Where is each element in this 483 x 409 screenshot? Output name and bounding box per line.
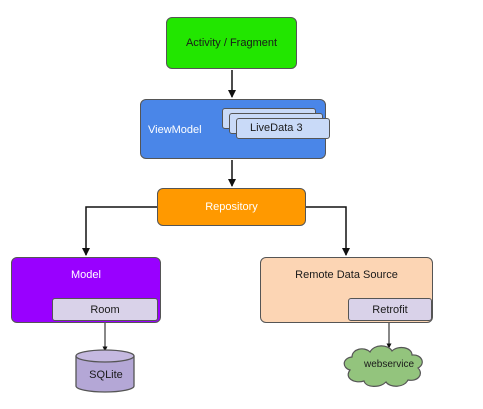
remote-data-source-label: Remote Data Source [295,269,398,281]
webservice-cloud-icon [343,345,423,387]
livedata-node: LiveData 3 [236,118,330,139]
livedata-label: LiveData 3 [250,122,303,134]
remote-data-source-node: Remote Data Source Retrofit [260,257,433,323]
sqlite-label: SQLite [89,369,123,381]
activity-fragment-label: Activity / Fragment [185,37,278,49]
model-label: Model [71,269,101,281]
retrofit-label: Retrofit [372,304,408,316]
activity-fragment-node: Activity / Fragment [166,17,297,69]
repository-node: Repository [157,188,306,226]
edge-repository-remote [306,206,350,256]
repository-label: Repository [205,201,258,213]
sqlite-database-icon [75,349,135,393]
edge-repository-model [82,206,157,256]
room-node: Room [52,298,158,321]
viewmodel-label: ViewModel [148,124,202,136]
retrofit-node: Retrofit [348,298,432,321]
room-label: Room [90,304,120,316]
webservice-label: webservice [363,359,415,370]
model-node: Model Room [11,257,161,323]
viewmodel-node: ViewModel LiveData 3 [140,99,330,159]
